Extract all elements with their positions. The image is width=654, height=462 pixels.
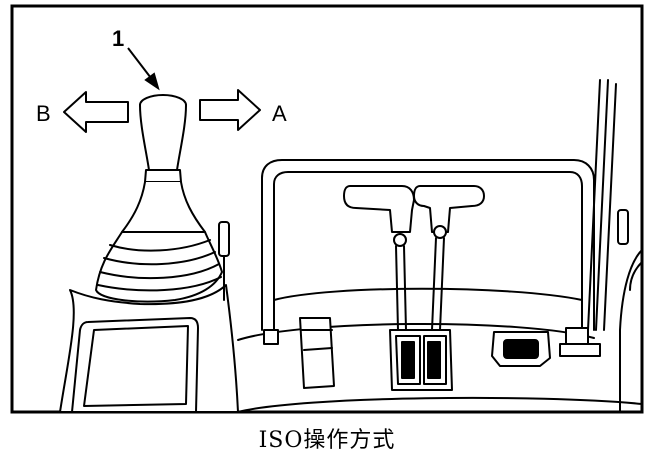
- console-panel: [71, 317, 199, 413]
- left-console: [59, 284, 239, 413]
- travel-lever-right: [413, 185, 485, 233]
- side-switch: [218, 221, 230, 301]
- joystick: [59, 94, 239, 413]
- arrow-left-icon: [63, 91, 129, 133]
- callout-arrowhead-icon: [144, 72, 160, 91]
- arrow-label-b: B: [36, 101, 51, 126]
- left-pedal: [299, 317, 335, 389]
- joystick-knob: [139, 104, 187, 171]
- floor-line: [237, 396, 643, 413]
- arrow-right-icon: [199, 89, 261, 131]
- travel-levers: [343, 185, 485, 391]
- callout-number: 1: [112, 26, 124, 51]
- travel-lever-left: [343, 185, 415, 233]
- figure-caption: ISO操作方式: [258, 428, 396, 453]
- right-pedal: [491, 331, 551, 367]
- right-pillar: [587, 79, 643, 413]
- cab-frame: [237, 159, 601, 357]
- control-diagram: 1 B A: [10, 4, 644, 414]
- arrow-label-a: A: [272, 101, 287, 126]
- joystick-collar: [144, 169, 182, 183]
